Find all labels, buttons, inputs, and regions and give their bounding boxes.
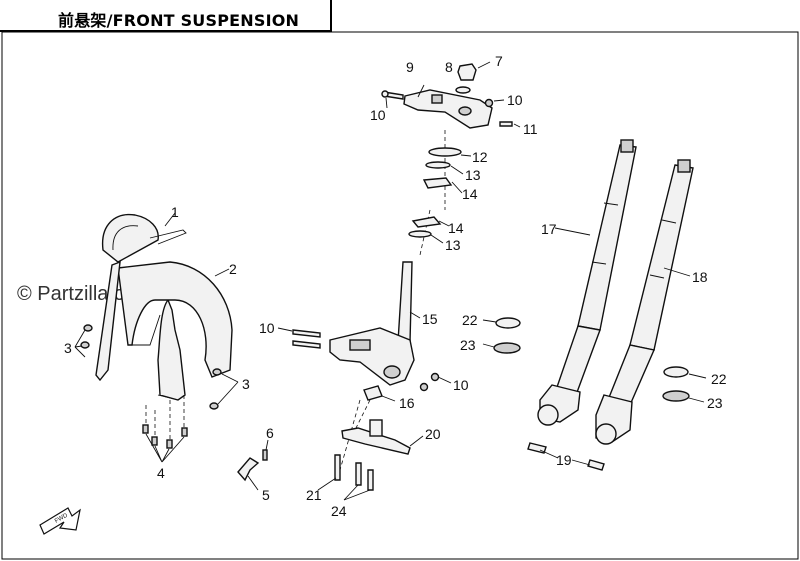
bolt-group-3-left[interactable]: [80, 324, 93, 349]
damper-bolt-21[interactable]: [334, 454, 341, 481]
headset-nut-part[interactable]: [428, 147, 462, 157]
callout-12: 12: [472, 149, 488, 165]
callout-8: 8: [445, 59, 453, 75]
callout-13-lower: 13: [445, 237, 461, 253]
callout-10-mid-right: 10: [453, 377, 469, 393]
callout-16: 16: [399, 395, 415, 411]
callout-10-top-left: 10: [370, 107, 386, 123]
dust-seal-left-22[interactable]: [495, 317, 521, 329]
spring-part[interactable]: [363, 385, 383, 401]
clamp-part[interactable]: [237, 449, 268, 482]
callout-1: 1: [171, 204, 179, 220]
damper-bolts-24[interactable]: [355, 462, 374, 491]
callout-19: 19: [556, 452, 572, 468]
callout-2: 2: [229, 261, 237, 277]
upper-triple-clamp-part[interactable]: [403, 89, 493, 129]
callout-22-left: 22: [462, 312, 478, 328]
callout-6: 6: [266, 425, 274, 441]
title-box: 前悬架/FRONT SUSPENSION: [0, 0, 332, 32]
callout-24: 24: [331, 503, 347, 519]
callout-10-mid-left: 10: [259, 320, 275, 336]
callout-18: 18: [692, 269, 708, 285]
callout-14-upper: 14: [462, 186, 478, 202]
bolt-group-3-right[interactable]: [209, 368, 222, 410]
callout-9: 9: [406, 59, 414, 75]
clip-group-4[interactable]: [142, 424, 188, 449]
seal-ring-lower-part[interactable]: [408, 230, 432, 238]
bearing-lower-part[interactable]: [411, 216, 442, 228]
steering-stem-part[interactable]: [329, 261, 415, 386]
callout-20: 20: [425, 426, 441, 442]
upper-screw-right[interactable]: [499, 121, 513, 127]
callout-23-right: 23: [707, 395, 723, 411]
upper-nut-right[interactable]: [484, 98, 494, 108]
callout-15: 15: [422, 311, 438, 327]
steering-damper-part[interactable]: [341, 419, 411, 455]
right-fork-part[interactable]: [595, 159, 694, 445]
washer-part[interactable]: [455, 86, 471, 94]
oil-seal-left-23[interactable]: [493, 342, 521, 354]
bracket-stay-part[interactable]: [95, 260, 121, 382]
callout-3-right: 3: [242, 376, 250, 392]
dust-seal-right-22[interactable]: [663, 366, 689, 378]
callout-11: 11: [523, 121, 538, 137]
front-bracket-part[interactable]: [117, 261, 233, 401]
callout-21: 21: [306, 487, 322, 503]
top-nut-part[interactable]: [457, 63, 477, 81]
callout-3-left: 3: [64, 340, 72, 356]
callout-14-lower: 14: [448, 220, 464, 236]
stem-bolts-left[interactable]: [292, 329, 321, 349]
headlight-cover-part[interactable]: [101, 213, 187, 263]
callout-13-upper: 13: [465, 167, 481, 183]
seal-ring-upper-part[interactable]: [425, 161, 451, 169]
left-fork-part[interactable]: [537, 139, 637, 426]
bearing-upper-part[interactable]: [422, 177, 453, 189]
upper-bolt-left[interactable]: [381, 90, 404, 100]
oil-seal-right-23[interactable]: [662, 390, 690, 402]
callout-4: 4: [157, 465, 165, 481]
page-title: 前悬架/FRONT SUSPENSION: [58, 11, 300, 30]
callout-5: 5: [262, 487, 270, 503]
watermark: © Partzilla.com: [17, 283, 152, 305]
callout-10-top-right: 10: [507, 92, 523, 108]
callout-22-right: 22: [711, 371, 727, 387]
front-direction-arrow-icon: FWD: [39, 507, 81, 535]
callout-7: 7: [495, 53, 503, 69]
callout-17: 17: [541, 221, 557, 237]
callout-23-left: 23: [460, 337, 476, 353]
stem-nuts-right[interactable]: [419, 372, 440, 392]
diagram-frame: [1, 31, 799, 560]
